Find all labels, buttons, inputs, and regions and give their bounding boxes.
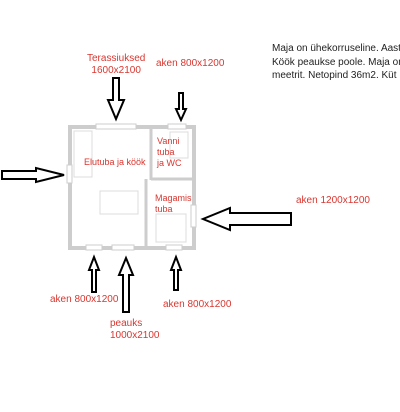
bathtub: [169, 131, 189, 159]
kitchen-counter: [73, 130, 93, 178]
room-bath-label-line1: Vanni: [157, 136, 180, 146]
description-line-1: Maja on ühekorruseline. Aast: [272, 43, 400, 54]
description-line-3: meetrit. Netopind 36m2. Küt: [272, 70, 397, 81]
room-bath-label-line3: ja WC: [157, 158, 182, 168]
main-door-label-line2: 1000x2100: [110, 330, 160, 341]
window-left-opening: [66, 164, 73, 184]
terrace-door-label-line1: Terassiuksed: [87, 53, 146, 64]
window-bottom-left-label: aken 800x1200: [50, 294, 119, 305]
room-bath-label-line2: tuba: [157, 147, 175, 157]
room-living-kitchen-label: Elutuba ja köök: [84, 157, 146, 167]
arrow-left-window: [1, 166, 65, 184]
main-door-opening: [111, 244, 135, 251]
bed: [155, 213, 187, 243]
terrace-door-label: Terassiuksed 1600x2100: [87, 53, 145, 77]
window-bottom-left-opening: [85, 244, 103, 251]
window-top-opening: [167, 123, 187, 130]
window-right-opening: [190, 204, 197, 228]
window-top-label: aken 800x1200: [156, 58, 225, 69]
window-bottom-right-label: aken 800x1200: [163, 299, 232, 310]
window-right-label: aken 1200x1200: [296, 195, 370, 206]
house-description: Maja on ühekorruseline. Aast Köök peauks…: [272, 42, 400, 83]
arrow-window-bottom-right: [169, 254, 183, 291]
window-bottom-right-opening: [165, 244, 183, 251]
terrace-door-opening: [95, 123, 137, 130]
arrow-main-door: [117, 255, 135, 313]
main-door-label-line1: peauks: [110, 318, 143, 329]
arrow-terrace-door: [106, 77, 126, 122]
dining-table: [99, 190, 139, 215]
description-line-2: Köök peaukse poole. Maja on: [272, 56, 400, 68]
main-door-label: peauks 1000x2100: [110, 318, 160, 342]
room-bedroom-label: Magamis tuba: [155, 193, 192, 215]
terrace-door-label-line2: 1600x2100: [91, 65, 141, 76]
room-bedroom-label-line1: Magamis: [155, 193, 192, 203]
room-bath-label: Vanni tuba ja WC: [157, 136, 182, 169]
room-bedroom-label-line2: tuba: [155, 204, 173, 214]
arrow-window-bottom-left: [87, 254, 101, 293]
arrow-window-right: [200, 206, 292, 232]
arrow-window-top: [174, 92, 188, 123]
